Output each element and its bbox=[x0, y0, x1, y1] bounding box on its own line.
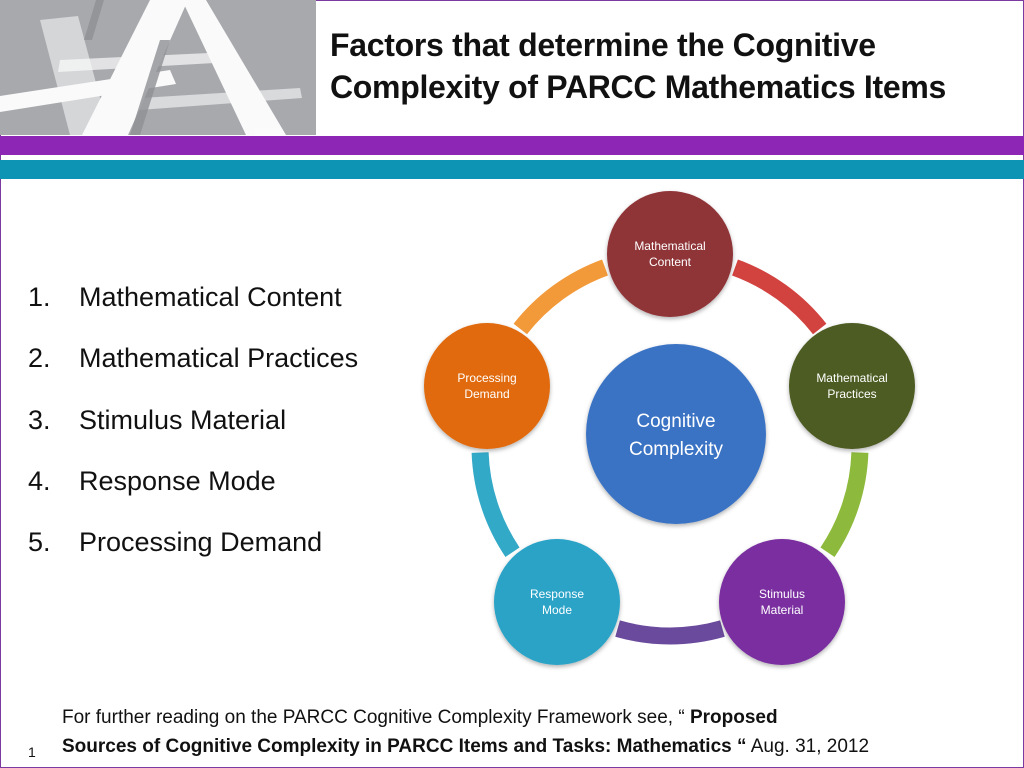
node-label-line-2: Practices bbox=[827, 387, 876, 401]
list-item-label: Mathematical Content bbox=[79, 282, 342, 312]
node-processing-demand: Processing Demand bbox=[424, 323, 550, 449]
node-label-line-1: Processing bbox=[457, 371, 516, 385]
footnote-intro: For further reading on the PARCC Cogniti… bbox=[62, 707, 690, 728]
list-item-label: Response Mode bbox=[79, 465, 276, 496]
list-item: 4. Response Mode bbox=[28, 460, 358, 521]
node-label-line-1: Stimulus bbox=[759, 587, 805, 601]
list-item-number: 1. bbox=[28, 282, 51, 312]
node-mathematical-content: Mathematical Content bbox=[607, 191, 733, 317]
arc-content-practices bbox=[731, 259, 827, 335]
stylized-letter-a-logo-icon bbox=[0, 0, 316, 135]
slide-number: 1 bbox=[28, 744, 36, 760]
purple-band bbox=[0, 136, 1024, 155]
list-item-number: 3. bbox=[28, 404, 51, 435]
node-label-line-2: Material bbox=[761, 603, 804, 617]
further-reading-note: For further reading on the PARCC Cogniti… bbox=[62, 703, 1012, 761]
logo bbox=[0, 0, 316, 135]
list-item: 2. Mathematical Practices bbox=[28, 337, 358, 398]
arc-stimulus-response bbox=[615, 620, 725, 645]
list-item-number: 2. bbox=[28, 343, 51, 374]
title-line-1: Factors that determine the Cognitive bbox=[330, 27, 876, 63]
teal-band bbox=[0, 160, 1024, 179]
center-node-label-line-1: Cognitive bbox=[636, 411, 715, 432]
title-line-2: Complexity of PARCC Mathematics Items bbox=[330, 69, 946, 105]
cognitive-complexity-diagram: Cognitive Complexity Mathematical Conten… bbox=[424, 191, 915, 665]
list-item-label: Processing Demand bbox=[79, 527, 323, 558]
list-item-number: 5. bbox=[28, 527, 51, 558]
list-item-label: Stimulus Material bbox=[79, 404, 287, 435]
list-item: 3. Stimulus Material bbox=[28, 399, 358, 460]
arc-response-processing bbox=[471, 452, 520, 557]
footnote-date: Aug. 31, 2012 bbox=[746, 736, 870, 757]
arc-practices-stimulus bbox=[820, 452, 869, 557]
node-label-line-2: Demand bbox=[464, 387, 509, 401]
center-node-label-line-2: Complexity bbox=[629, 439, 723, 460]
node-label-line-2: Content bbox=[649, 255, 692, 269]
center-node bbox=[586, 344, 766, 524]
factor-list: 1. Mathematical Content 2. Mathematical Pr… bbox=[28, 276, 358, 582]
node-label-line-2: Mode bbox=[542, 603, 572, 617]
node-response-mode: Response Mode bbox=[494, 539, 620, 665]
node-label-line-1: Response bbox=[530, 587, 584, 601]
node-label-line-1: Mathematical bbox=[634, 239, 705, 253]
list-item: 5. Processing Demand bbox=[28, 521, 358, 582]
list-item-number: 4. bbox=[28, 465, 51, 496]
node-stimulus-material: Stimulus Material bbox=[719, 539, 845, 665]
footnote-line-2: Sources of Cognitive Complexity in PARCC… bbox=[62, 732, 1012, 761]
list-item: 1. Mathematical Content bbox=[28, 276, 358, 337]
footnote-title-part-1: Proposed bbox=[689, 707, 778, 728]
node-mathematical-practices: Mathematical Practices bbox=[789, 323, 915, 449]
footnote-line-1: For further reading on the PARCC Cogniti… bbox=[62, 703, 1012, 732]
arc-processing-content bbox=[513, 259, 609, 335]
footnote-title-part-2: Sources of Cognitive Complexity in PARCC… bbox=[62, 736, 747, 757]
page-title: Factors that determine the Cognitive Com… bbox=[330, 24, 1020, 108]
list-item-label: Mathematical Practices bbox=[79, 343, 359, 374]
node-label-line-1: Mathematical bbox=[816, 371, 887, 385]
